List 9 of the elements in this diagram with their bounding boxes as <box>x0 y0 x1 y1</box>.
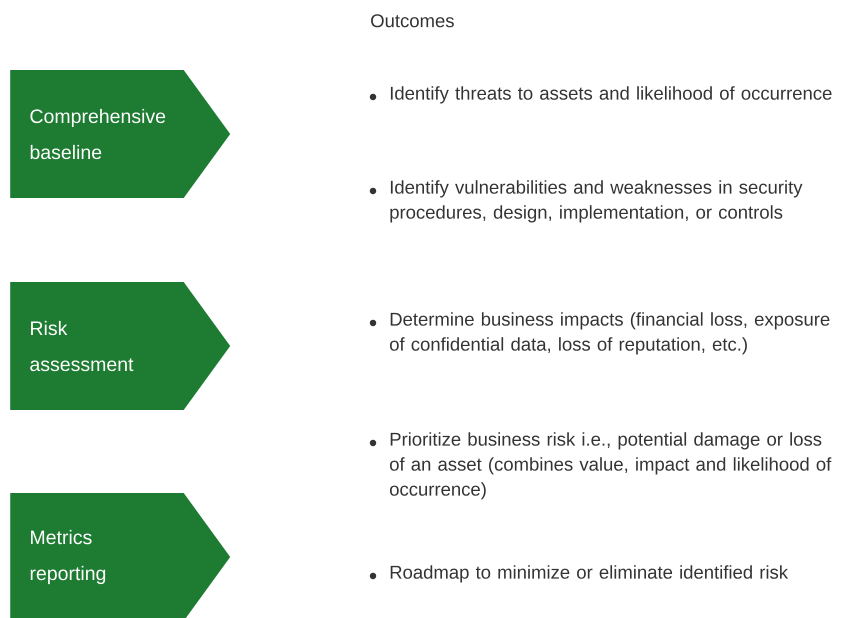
bullet-text: Identify threats to assets and likelihood of occurrence <box>390 86 832 104</box>
chevron-box: Comprehensive baseline <box>10 70 230 198</box>
chevron-box: Risk assessment <box>10 282 230 410</box>
bullet-text: Prioritize business risk i.e., potential damage or loss of an asset (combines value, impact and likelihood of occurrence) <box>390 432 832 500</box>
chevron-box: Metrics reporting <box>10 493 230 618</box>
bullet-text: Determine business impacts (financial loss, exposure of confidential data, loss of reputation, etc.) <box>390 312 830 354</box>
column-heading: Outcomes <box>371 14 454 28</box>
bullet-text: Roadmap to minimize or eliminate identified risk <box>390 565 788 582</box>
bullet-text: Identify vulnerabilities and weaknesses in security procedures, design, implementation, or controls <box>390 180 802 222</box>
